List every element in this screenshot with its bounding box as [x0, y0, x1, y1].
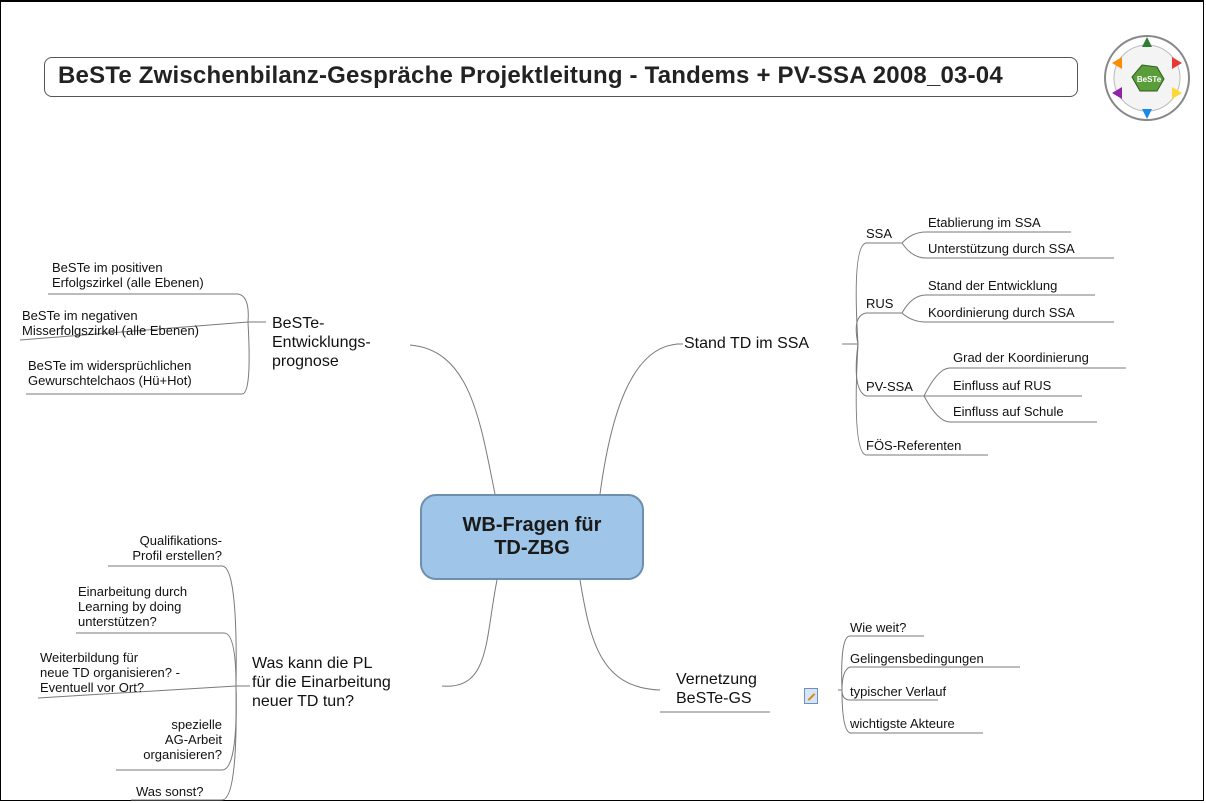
central-topic-label: WB-Fragen für TD-ZBG [462, 514, 602, 559]
leaf-einfluss-auf-schule[interactable]: Einfluss auf Schule [953, 404, 1064, 419]
leaf-positiver-erfolgszirkel[interactable]: BeSTe im positiven Erfolgszirkel (alle E… [52, 260, 204, 290]
logo-text: BeSTe [1137, 75, 1162, 84]
central-topic[interactable]: WB-Fragen für TD-ZBG [420, 494, 644, 580]
topic-stand-td-im-ssa[interactable]: Stand TD im SSA [684, 335, 810, 352]
leaf-negativer-misserfolgszirkel[interactable]: BeSTe im negativen Misserfolgszirkel (al… [22, 308, 200, 338]
leaf-wie-weit[interactable]: Wie weit? [850, 620, 907, 635]
note-pencil-icon[interactable] [804, 688, 818, 704]
topic-einarbeitung-neuer-td[interactable]: Was kann die PL für die Einarbeitung neu… [252, 655, 391, 710]
leaf-grad-der-koordinierung[interactable]: Grad der Koordinierung [953, 350, 1089, 365]
topic-entwicklungsprognose[interactable]: BeSTe- Entwicklungs- prognose [272, 315, 371, 370]
leaf-weiterbildung[interactable]: Weiterbildung für neue TD organisieren? … [40, 650, 180, 695]
leaf-was-sonst[interactable]: Was sonst? [136, 784, 204, 799]
leaf-unterstuetzung-durch-ssa[interactable]: Unterstützung durch SSA [928, 241, 1075, 256]
leaf-gelingensbedingungen[interactable]: Gelingensbedingungen [850, 651, 984, 666]
group-foes-referenten[interactable]: FÖS-Referenten [866, 438, 962, 453]
branch-to-pl [441, 579, 498, 687]
group-rus[interactable]: RUS [866, 296, 894, 311]
title-box [44, 57, 1078, 97]
branch-to-vernetzung [579, 579, 661, 691]
leaf-koordinierung-durch-ssa[interactable]: Koordinierung durch SSA [928, 305, 1075, 320]
leaf-wichtigste-akteure[interactable]: wichtigste Akteure [850, 716, 955, 731]
topic-vernetzung-beste-gs[interactable]: Vernetzung BeSTe-GS [676, 671, 757, 707]
leaf-qualifikationsprofil[interactable]: Qualifikations- Profil erstellen? [132, 533, 222, 563]
group-pv-ssa[interactable]: PV-SSA [866, 379, 913, 394]
map-title: BeSTe Zwischenbilanz-Gespräche Projektle… [58, 62, 1003, 89]
branch-to-stand [599, 343, 681, 495]
group-ssa[interactable]: SSA [866, 226, 893, 241]
leaf-gewurschtelchaos[interactable]: BeSTe im widersprüchlichen Gewurschtelch… [28, 358, 192, 388]
branch-to-prognose [409, 344, 496, 495]
leaf-etablierung-im-ssa[interactable]: Etablierung im SSA [928, 215, 1041, 230]
leaf-typischer-verlauf[interactable]: typischer Verlauf [850, 684, 947, 699]
leaf-stand-der-entwicklung[interactable]: Stand der Entwicklung [928, 278, 1058, 293]
beste-logo-icon: BeSTe [1104, 35, 1190, 121]
leaf-einfluss-auf-rus[interactable]: Einfluss auf RUS [953, 378, 1052, 393]
leaf-ag-arbeit[interactable]: spezielle AG-Arbeit organisieren? [143, 717, 222, 762]
leaf-learning-by-doing[interactable]: Einarbeitung durch Learning by doing unt… [78, 584, 188, 629]
